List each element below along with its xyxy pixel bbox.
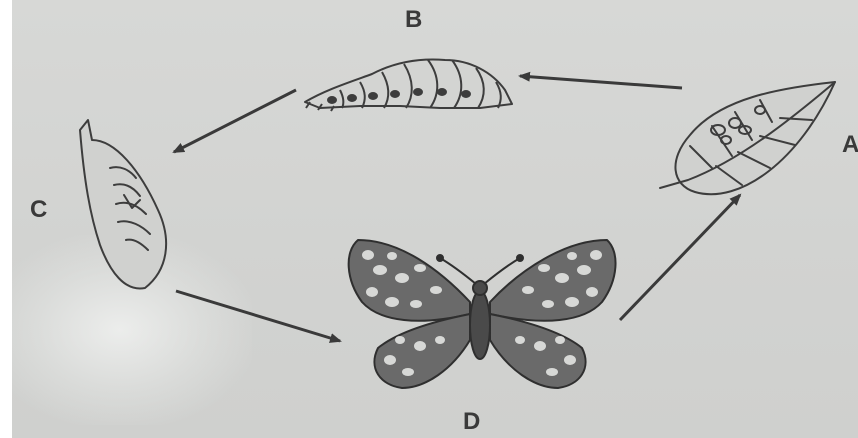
stage-label-c: C <box>30 198 47 222</box>
stage-label-d: D <box>463 410 480 434</box>
stage-label-a: A <box>842 133 858 157</box>
leaf-with-eggs-icon <box>660 82 835 194</box>
arrow-c-to-d <box>176 291 340 341</box>
stage-label-b: B <box>405 8 422 32</box>
arrow-a-to-b <box>520 76 682 88</box>
caterpillar-larva-icon <box>305 60 512 111</box>
arrow-d-to-a <box>620 195 740 320</box>
pupa-chrysalis-icon <box>80 120 166 289</box>
butterfly-adult-icon <box>349 240 616 388</box>
arrow-b-to-c <box>174 90 296 152</box>
